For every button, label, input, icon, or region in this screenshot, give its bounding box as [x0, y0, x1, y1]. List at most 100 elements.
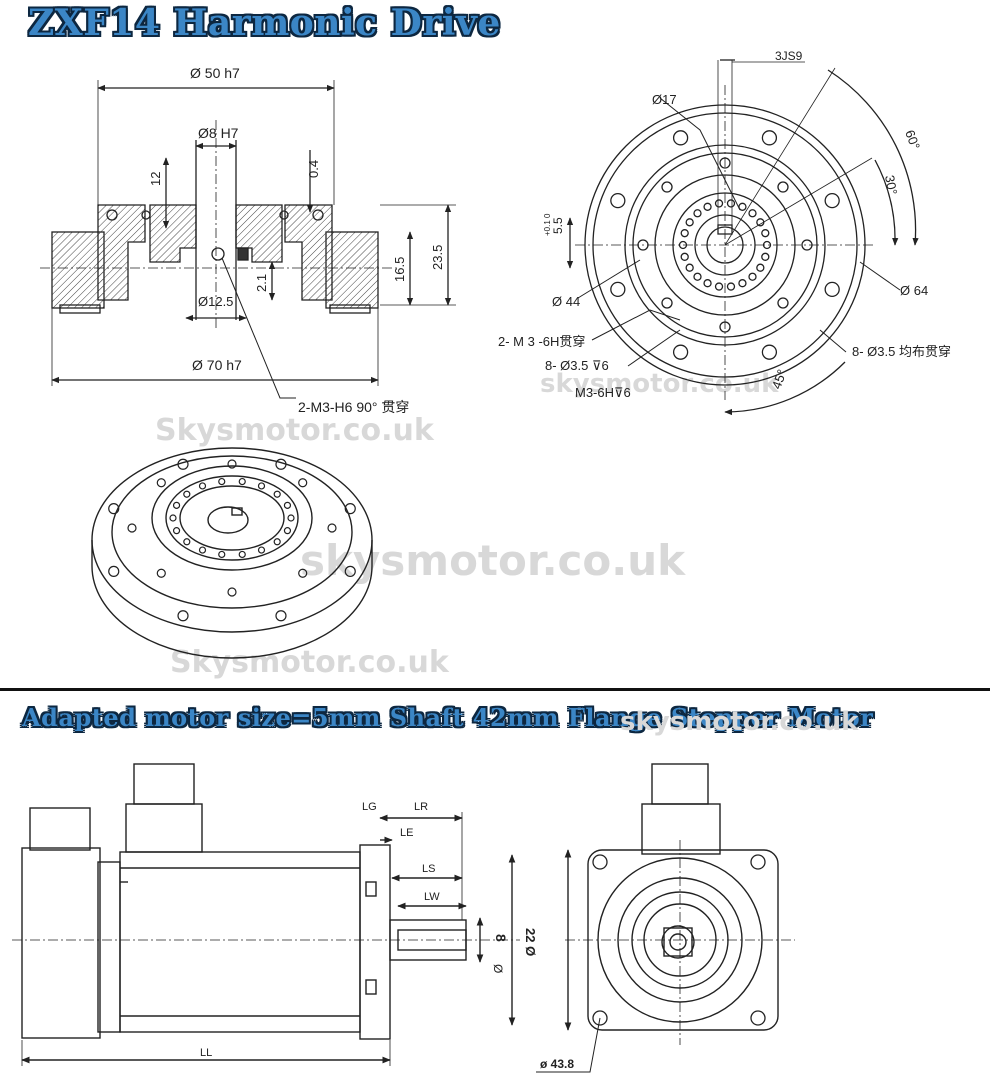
dim-key-3js9: 3JS9: [775, 49, 803, 63]
inner-bolt-hole: [801, 239, 813, 251]
bearing-ball: [680, 252, 689, 261]
bearing-ball: [693, 209, 702, 218]
iso-bearing-ball: [169, 514, 177, 522]
iso-outer-hole: [275, 610, 287, 622]
iso-outer-hole: [177, 458, 189, 470]
iso-bearing-ball: [172, 527, 181, 535]
dim-22: 22 Ø: [523, 928, 538, 956]
dim-5-5-tolerance: +0.1 0: [543, 213, 552, 236]
isometric-view: [91, 447, 373, 659]
outer-bolt-hole: [824, 192, 840, 209]
dim-ll: LL: [200, 1047, 212, 1059]
motor-side-view: [12, 763, 520, 1066]
motor-front-view: [536, 763, 795, 1073]
dim-d64: Ø 64: [900, 283, 928, 298]
watermark: skysmotor.co.uk: [620, 707, 859, 737]
bearing-ball: [714, 282, 724, 291]
inner-bolt-hole: [777, 181, 789, 193]
iso-inner-hole: [156, 568, 166, 578]
dim-12: 12: [148, 172, 163, 186]
iso-inner-hole: [227, 587, 237, 597]
inner-bolt-hole: [661, 181, 673, 193]
watermark: Skysmotor.co.uk: [170, 645, 450, 680]
dim-d44: Ø 44: [552, 294, 580, 309]
angle-60: 60°: [902, 128, 923, 152]
iso-inner-hole: [227, 459, 237, 469]
iso-inner-hole: [298, 478, 308, 488]
iso-bearing-ball: [273, 538, 281, 546]
bearing-ball: [703, 279, 712, 288]
dim-le: LE: [400, 827, 413, 839]
note-8-d3-5: 8- Ø3.5 ⊽6: [545, 358, 609, 373]
section-divider: [0, 688, 990, 691]
iso-inner-hole: [298, 568, 308, 578]
bearing-ball: [761, 252, 770, 261]
dim-d70: Ø 70 h7: [192, 357, 242, 373]
watermark: skysmotor.co.uk: [300, 536, 686, 585]
motor-mount-hole: [592, 854, 608, 870]
iso-bearing-ball: [172, 501, 181, 509]
isometric-bolt-holes: [108, 458, 356, 622]
iso-outer-hole: [108, 503, 120, 515]
dim-lr: LR: [414, 801, 428, 813]
front-view: [566, 59, 919, 416]
front-bolt-holes: [610, 130, 840, 360]
bearing-ball: [738, 202, 747, 211]
dim-d43-8: ø 43.8: [540, 1057, 574, 1071]
motor-mount-hole: [750, 854, 766, 870]
outer-bolt-hole: [672, 344, 689, 360]
iso-inner-hole: [156, 478, 166, 488]
dim-0-4: 0.4: [306, 160, 321, 178]
iso-bearing-ball: [257, 546, 266, 554]
inner-bolt-hole: [719, 157, 731, 169]
bearing-ball: [748, 209, 757, 218]
iso-bearing-ball: [283, 527, 292, 535]
outer-bolt-hole: [672, 130, 689, 146]
iso-outer-hole: [275, 458, 287, 470]
iso-outer-hole: [177, 610, 189, 622]
motor-section-title: Adapted motor size=5mm Shaft 42mm Flange…: [22, 703, 874, 732]
side-section-view: [40, 80, 456, 399]
dim-d17: Ø17: [652, 92, 677, 107]
iso-bearing-ball: [183, 538, 191, 546]
inner-bolt-hole: [719, 321, 731, 333]
angle-45: 45°: [769, 367, 790, 391]
dim-d50: Ø 50 h7: [190, 65, 240, 81]
bearing-ball: [756, 263, 765, 272]
bearing-ball: [738, 279, 747, 288]
bearing-ball: [762, 240, 772, 250]
watermark: Skysmotor.co.uk: [155, 413, 435, 448]
bearing-ball: [685, 263, 694, 272]
bearing-ball: [748, 272, 757, 281]
iso-bearing-ball: [218, 550, 226, 559]
dim-lg: LG: [362, 801, 377, 813]
dim-d12-5: Ø12.5: [198, 294, 233, 309]
iso-bearing-ball: [183, 490, 191, 498]
bearing-ball: [703, 202, 712, 211]
housing-right: [325, 231, 379, 309]
inner-bolt-hole: [777, 297, 789, 309]
iso-inner-hole: [127, 523, 137, 533]
inner-bolt-hole: [661, 297, 673, 309]
outer-bolt-hole: [610, 192, 626, 209]
outer-bolt-hole: [761, 344, 778, 360]
motor-mount-hole: [592, 1010, 608, 1026]
inner-bolt-hole: [637, 239, 649, 251]
iso-bearing-ball: [238, 550, 246, 559]
dim-2-1: 2.1: [254, 274, 269, 292]
iso-bearing-ball: [238, 477, 246, 486]
bearing-ball: [693, 272, 702, 281]
dim-lw: LW: [424, 891, 440, 903]
iso-bearing-ball: [198, 546, 207, 554]
bearing-ball: [685, 218, 694, 227]
angle-30: 30°: [882, 174, 900, 196]
motor-front-holes: [592, 854, 766, 1026]
page-title: ZXF14 Harmonic Drive: [28, 2, 501, 44]
note-8-d3-5-through: 8- Ø3.5 均布贯穿: [852, 344, 951, 359]
bearing-ball: [714, 199, 724, 208]
iso-inner-hole: [327, 523, 337, 533]
outer-bolt-hole: [761, 130, 778, 146]
bearing-ball: [680, 229, 689, 238]
dim-shaft-dia-symbol: Ø: [491, 964, 505, 973]
